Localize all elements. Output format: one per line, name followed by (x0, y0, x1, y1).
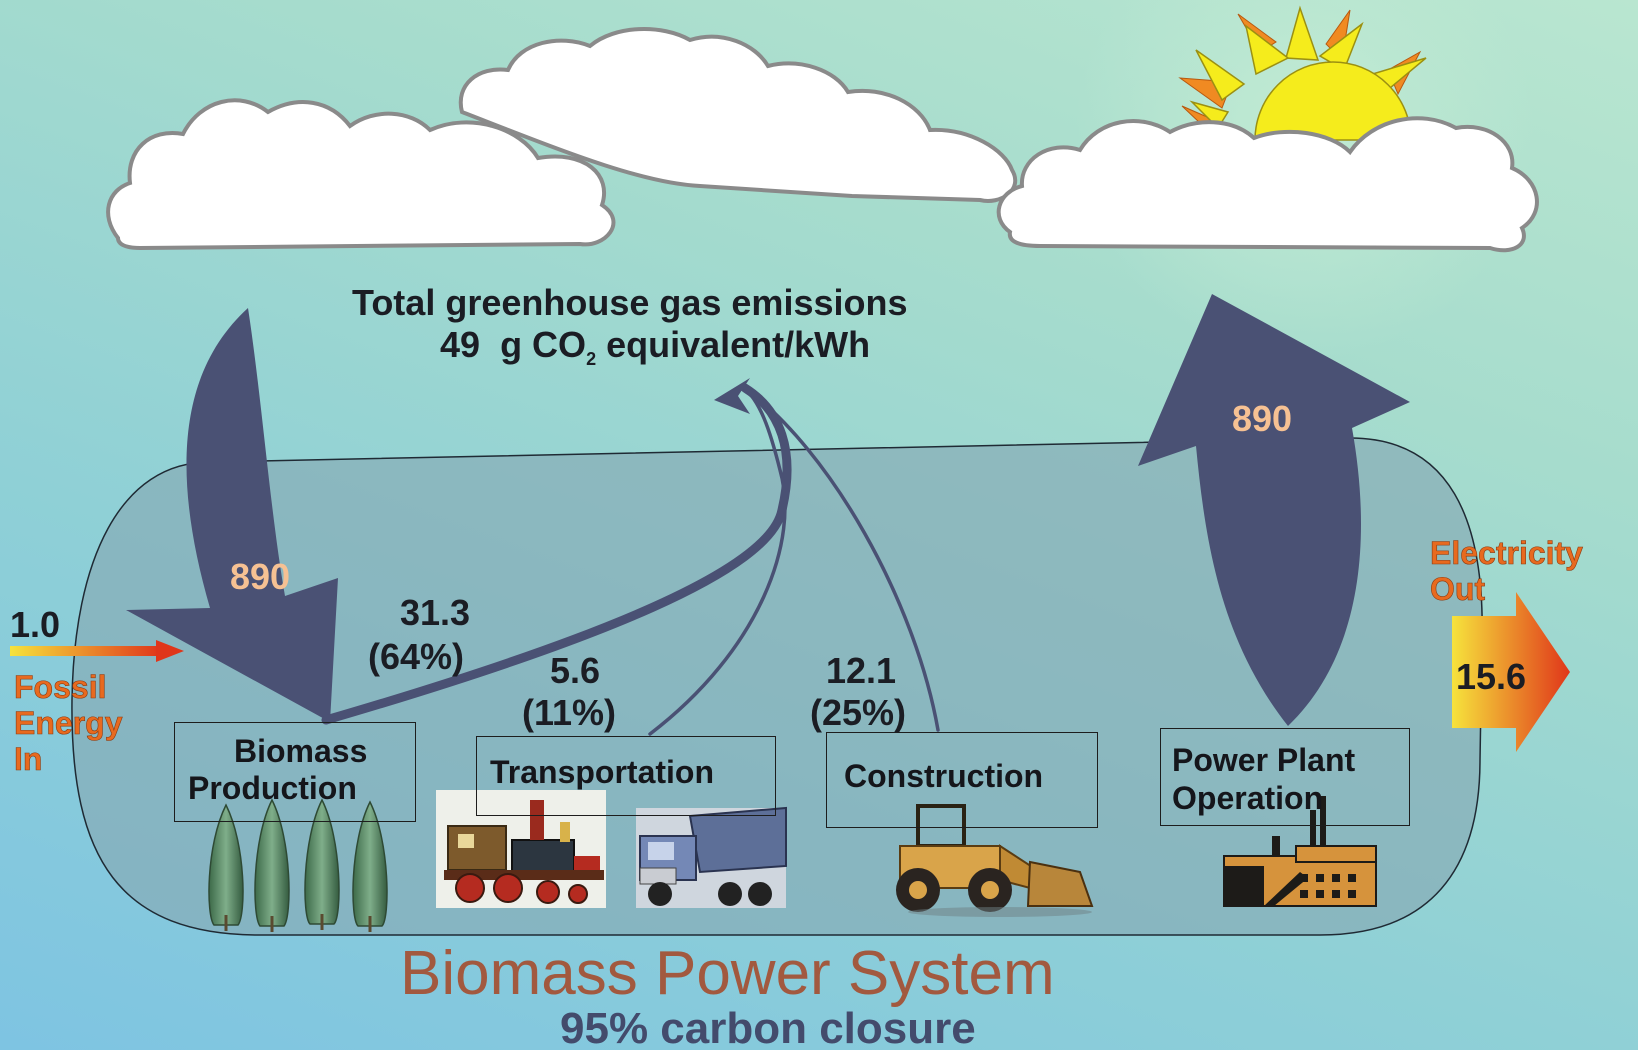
cloud-icon (458, 27, 1018, 203)
construction-emission-share: (25%) (810, 692, 907, 733)
stage-label-construction: Construction (844, 758, 1044, 794)
stage-label-biomass-line1: Biomass (234, 733, 368, 769)
fossil-in-arrow (10, 640, 184, 662)
emissions-total-value: 49 (440, 324, 481, 365)
train-icon (436, 790, 606, 908)
stage-box-transportation (476, 736, 776, 816)
stage-box-biomass-production (174, 722, 416, 822)
stage-box-construction (826, 732, 1098, 828)
tree-icon (352, 800, 388, 932)
cloud-icon (996, 116, 1539, 253)
factory-icon (1223, 796, 1377, 907)
emissions-unit-sub: 2 (586, 349, 597, 370)
tree-icon (304, 798, 340, 930)
system-boundary (71, 437, 1483, 936)
stage-label-biomass-line2: Production (188, 770, 357, 806)
stage-label-power-plant-line2: Operation (1172, 780, 1324, 816)
biomass-emission-curve (321, 383, 792, 725)
co2-uptake-value: 890 (230, 556, 291, 597)
fossil-label-line2: Energy (14, 705, 123, 741)
biomass-emission-share: (64%) (368, 636, 465, 677)
heading-line1: Total greenhouse gas emissions (352, 282, 908, 323)
construction-emission-value: 12.1 (826, 650, 897, 691)
fossil-label-line3: In (14, 741, 43, 777)
system-title: Biomass Power System (400, 939, 1055, 1008)
stage-label-power-plant-line1: Power Plant (1172, 742, 1356, 778)
construction-emission-curve (743, 386, 940, 732)
electricity-out-value: 15.6 (1456, 656, 1527, 697)
emissions-unit-post: equivalent/kWh (596, 324, 871, 365)
fossil-in-value: 1.0 (10, 604, 61, 645)
transport-emission-share: (11%) (522, 692, 617, 733)
cloud-icon (106, 98, 616, 251)
trees-group (208, 798, 388, 932)
co2-release-arrow (1138, 294, 1410, 726)
biomass-emission-value: 31.3 (400, 592, 471, 633)
heading-line2: 49 g CO2 equivalent/kWh (440, 324, 870, 370)
tree-icon (208, 803, 244, 931)
loader-icon (896, 804, 1094, 917)
fossil-label-line1: Fossil (14, 669, 107, 705)
transport-emission-curve (648, 384, 787, 736)
electricity-out-arrow (1452, 592, 1570, 752)
co2-release-value: 890 (1232, 398, 1293, 439)
emissions-unit-pre: g CO (500, 324, 587, 365)
emission-arrow-head (714, 378, 750, 414)
stage-label-transportation: Transportation (490, 754, 715, 790)
stage-box-power-plant (1160, 728, 1410, 826)
emission-flow-arrows (321, 383, 940, 736)
electricity-label-line2: Out (1430, 571, 1486, 607)
electricity-label-line1: Electricity (1430, 535, 1584, 571)
truck-icon (636, 806, 787, 908)
transport-emission-value: 5.6 (550, 650, 601, 691)
system-subtitle: 95% carbon closure (560, 1004, 976, 1050)
co2-uptake-arrow (126, 308, 338, 722)
tree-icon (254, 798, 290, 932)
